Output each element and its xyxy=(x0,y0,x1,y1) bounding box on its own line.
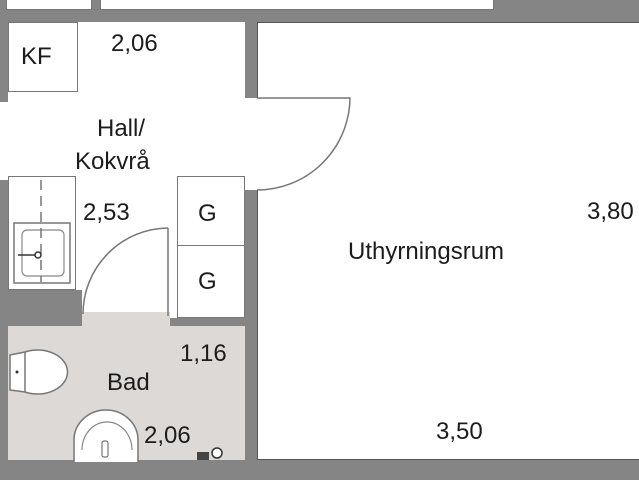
rental-room-width: 3,50 xyxy=(436,418,483,445)
fridge-freezer xyxy=(8,22,78,92)
wardrobe-1-label: G xyxy=(198,200,217,227)
wardrobe-2-label: G xyxy=(198,268,217,295)
bath-dim-1: 1,16 xyxy=(180,340,227,367)
bath-dim-2: 2,06 xyxy=(144,422,191,449)
fridge-freezer-label: KF xyxy=(21,43,52,70)
bottom-wall xyxy=(0,460,639,480)
rental-room-floor xyxy=(257,22,639,460)
left-wall-lower xyxy=(0,180,8,480)
hall-area-top: 2,06 xyxy=(111,30,158,57)
partition-wall-lower xyxy=(245,190,257,460)
bath-top-wall-left xyxy=(0,290,82,328)
hall-area-bottom: 2,53 xyxy=(83,199,130,226)
hall-name-line2: Kokvrå xyxy=(75,148,150,175)
left-wall-upper xyxy=(0,20,8,102)
neighbor-room-center xyxy=(100,0,494,10)
washbasin xyxy=(73,409,139,462)
partition-wall-upper xyxy=(245,22,257,98)
bath-doorway xyxy=(82,312,170,328)
door-swing-bath xyxy=(82,227,169,315)
wardrobe-2 xyxy=(177,245,245,318)
toilet xyxy=(9,349,69,395)
rental-room-depth: 3,80 xyxy=(587,198,634,225)
bath-name: Bad xyxy=(107,369,150,396)
neighbor-room-left xyxy=(6,0,92,10)
door-swing-room xyxy=(256,97,351,191)
bath-top-wall-right xyxy=(170,318,250,328)
rental-room-name: Uthyrningsrum xyxy=(348,238,505,265)
hall-name: Hall/ xyxy=(97,115,146,142)
